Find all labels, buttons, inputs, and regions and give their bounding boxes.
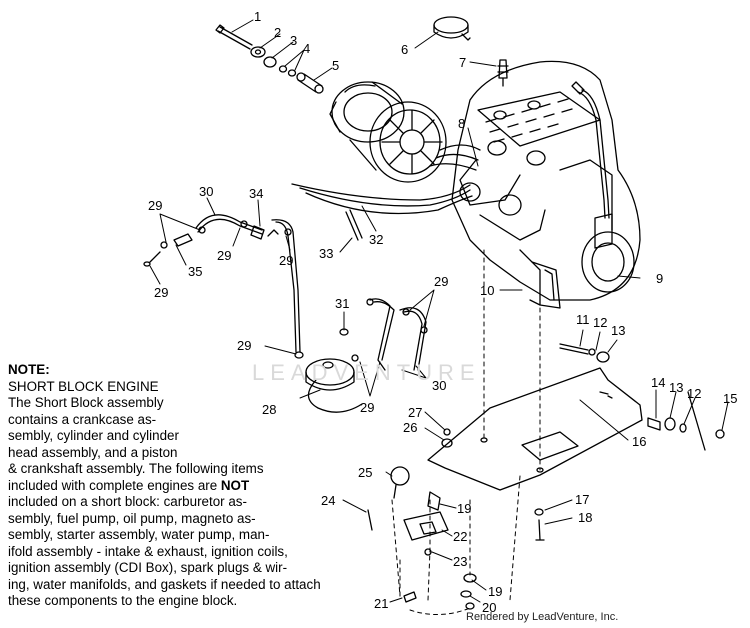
- callout-28: 28: [262, 402, 276, 417]
- lower-mount-hardware: [367, 428, 477, 610]
- callout-30-right: 30: [432, 378, 446, 393]
- fuel-pump: [305, 358, 363, 413]
- callout-29-pump: 29: [237, 338, 251, 353]
- cable-pin: [345, 209, 363, 241]
- callout-27: 27: [408, 405, 422, 420]
- note-line: contains a crankcase as-: [8, 411, 157, 427]
- note-line: included with complete engines are NOT: [8, 478, 358, 495]
- callout-15: 15: [723, 391, 737, 406]
- note-line: these components to the engine block.: [8, 593, 238, 608]
- engine-mount-plate: [427, 367, 643, 491]
- callout-31: 31: [335, 296, 349, 311]
- callout-14: 14: [651, 375, 665, 390]
- ignition-wire: [571, 81, 610, 219]
- callout-25: 25: [358, 465, 372, 480]
- callout-34: 34: [249, 186, 263, 201]
- callout-10: 10: [480, 283, 494, 298]
- callout-3: 3: [290, 33, 297, 48]
- callout-4: 4: [303, 41, 310, 56]
- callout-20: 20: [482, 600, 496, 615]
- callout-30-left: 30: [199, 184, 213, 199]
- callout-11: 11: [576, 312, 590, 327]
- recoil-starter: [329, 81, 447, 183]
- note-line: & crankshaft assembly. The following ite…: [8, 461, 264, 476]
- callout-9: 9: [656, 271, 663, 286]
- callout-6: 6: [401, 42, 408, 57]
- fuel-cap: [433, 16, 471, 41]
- starter-bolt-stack: [215, 24, 324, 94]
- callout-13-upper: 13: [611, 323, 625, 338]
- callout-17: 17: [575, 492, 589, 507]
- lower-bolts: [534, 508, 545, 541]
- callout-19-lower: 19: [488, 584, 502, 599]
- spark-plug: [497, 59, 509, 87]
- callout-29-center-top: 29: [434, 274, 448, 289]
- note-line: head assembly, and a piston: [8, 444, 178, 460]
- note-emphasis: NOT: [220, 477, 250, 493]
- note-line: SHORT BLOCK ENGINE: [8, 378, 159, 394]
- fuel-line-assembly: [143, 214, 304, 359]
- note-line: ing, water manifolds, and gaskets if nee…: [8, 576, 321, 592]
- callout-26: 26: [403, 420, 417, 435]
- callout-12-lower: 12: [687, 386, 701, 401]
- note-line: sembly, fuel pump, oil pump, magneto as-: [8, 510, 256, 526]
- footer-credit: Rendered by LeadVenture, Inc.: [466, 611, 619, 623]
- note-line: ignition assembly (CDI Box), spark plugs…: [8, 560, 288, 575]
- callout-32: 32: [369, 232, 383, 247]
- engine-block: [451, 60, 641, 309]
- callout-13-lower: 13: [669, 380, 683, 395]
- callout-29-right: 29: [279, 253, 293, 268]
- callout-19-upper: 19: [457, 501, 471, 516]
- callout-35: 35: [188, 264, 202, 279]
- assembly-guide-lines: [391, 249, 541, 615]
- note-line: sembly, cylinder and cylinder: [8, 428, 179, 443]
- note-line: The Short Block assembly: [8, 395, 164, 410]
- callout-1: 1: [254, 9, 261, 24]
- callout-16: 16: [632, 434, 646, 449]
- watermark: LEADVENTURE: [252, 360, 481, 385]
- note-line-text: included with complete engines are: [8, 477, 221, 493]
- callout-2: 2: [274, 25, 281, 40]
- fuel-lines-center: [339, 298, 428, 371]
- leader-lines: [149, 19, 729, 603]
- callout-29-center-bottom: 29: [360, 400, 374, 415]
- callout-29-topleft: 29: [148, 198, 162, 213]
- callout-18: 18: [578, 510, 592, 525]
- callout-24: 24: [321, 493, 335, 508]
- callout-33: 33: [319, 246, 333, 261]
- callout-29-bottomleft: 29: [154, 285, 168, 300]
- note-line: ifold assembly - intake & exhaust, ignit…: [8, 543, 288, 559]
- short-block-note: NOTE: SHORT BLOCK ENGINE The Short Block…: [8, 362, 358, 610]
- callout-23: 23: [453, 554, 467, 569]
- callout-21: 21: [374, 596, 388, 611]
- callout-8: 8: [458, 116, 465, 131]
- note-line: included on a short block: carburetor as…: [8, 494, 247, 509]
- callout-29-mid: 29: [217, 248, 231, 263]
- callout-12-upper: 12: [593, 315, 607, 330]
- callout-7: 7: [459, 55, 466, 70]
- control-cables: [291, 144, 481, 215]
- note-title: NOTE:: [8, 362, 50, 377]
- callout-22: 22: [453, 529, 467, 544]
- note-line: sembly, starter assembly, water pump, ma…: [8, 527, 270, 542]
- callout-5: 5: [332, 58, 339, 73]
